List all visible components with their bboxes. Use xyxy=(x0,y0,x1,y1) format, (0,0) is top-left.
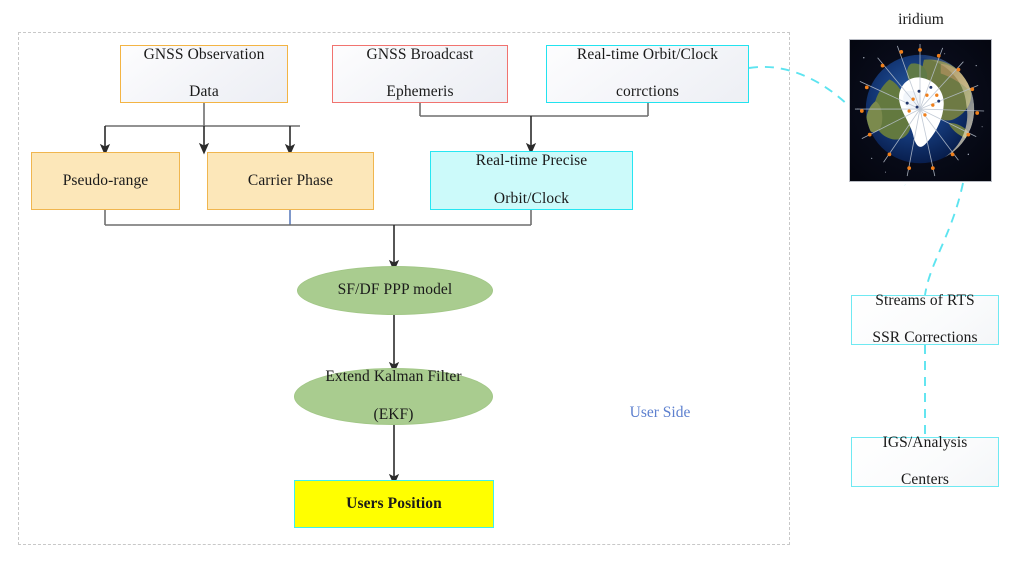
satellite-shadow-markers xyxy=(905,85,941,109)
node-gnss-observation-data[interactable]: GNSS Observation Data xyxy=(120,45,288,103)
node-sf-df-ppp-model[interactable]: SF/DF PPP model xyxy=(297,266,493,315)
node-users-position[interactable]: Users Position xyxy=(294,480,494,528)
node-line: Carrier Phase xyxy=(247,171,334,189)
satellite-markers xyxy=(859,47,980,171)
node-line: Real-time Precise xyxy=(475,152,588,170)
node-line: SSR Corrections xyxy=(872,329,978,347)
user-side-boundary xyxy=(18,32,790,545)
node-extend-kalman-filter[interactable]: Extend Kalman Filter (EKF) xyxy=(294,368,493,425)
node-line: Users Position xyxy=(346,494,442,512)
node-realtime-orbit-clock-corrections[interactable]: Real-time Orbit/Clock corrctions xyxy=(546,45,749,103)
node-line: Real-time Orbit/Clock xyxy=(576,45,719,63)
node-line: Orbit/Clock xyxy=(493,189,570,207)
node-line: GNSS Broadcast xyxy=(366,45,474,63)
iridium-constellation-image xyxy=(849,39,992,182)
iridium-label: iridium xyxy=(898,11,944,28)
orbital-lines xyxy=(854,43,985,177)
node-carrier-phase[interactable]: Carrier Phase xyxy=(207,152,374,210)
stars xyxy=(857,53,983,173)
user-side-label: User Side xyxy=(629,404,691,421)
node-line: Pseudo-range xyxy=(62,171,149,189)
node-line: IGS/Analysis xyxy=(882,433,968,451)
node-pseudo-range[interactable]: Pseudo-range xyxy=(31,152,180,210)
node-realtime-precise-orbit-clock[interactable]: Real-time Precise Orbit/Clock xyxy=(430,151,633,210)
node-line: Extend Kalman Filter xyxy=(325,368,462,386)
node-igs-analysis-centers[interactable]: IGS/Analysis Centers xyxy=(851,433,999,489)
wire-satellite-downlink xyxy=(924,182,964,296)
node-line: Data xyxy=(189,83,219,101)
node-line: corrctions xyxy=(616,83,679,101)
node-streams-rts-ssr-corrections[interactable]: Streams of RTS SSR Corrections xyxy=(851,291,999,347)
node-line: Ephemeris xyxy=(386,83,454,101)
node-gnss-broadcast-ephemeris[interactable]: GNSS Broadcast Ephemeris xyxy=(332,45,508,103)
node-line: Streams of RTS xyxy=(875,291,975,309)
globe-illustration xyxy=(850,40,991,181)
node-line: Centers xyxy=(900,471,950,489)
node-line: (EKF) xyxy=(373,405,414,423)
node-line: SF/DF PPP model xyxy=(337,281,453,299)
node-line: GNSS Observation xyxy=(143,45,265,63)
